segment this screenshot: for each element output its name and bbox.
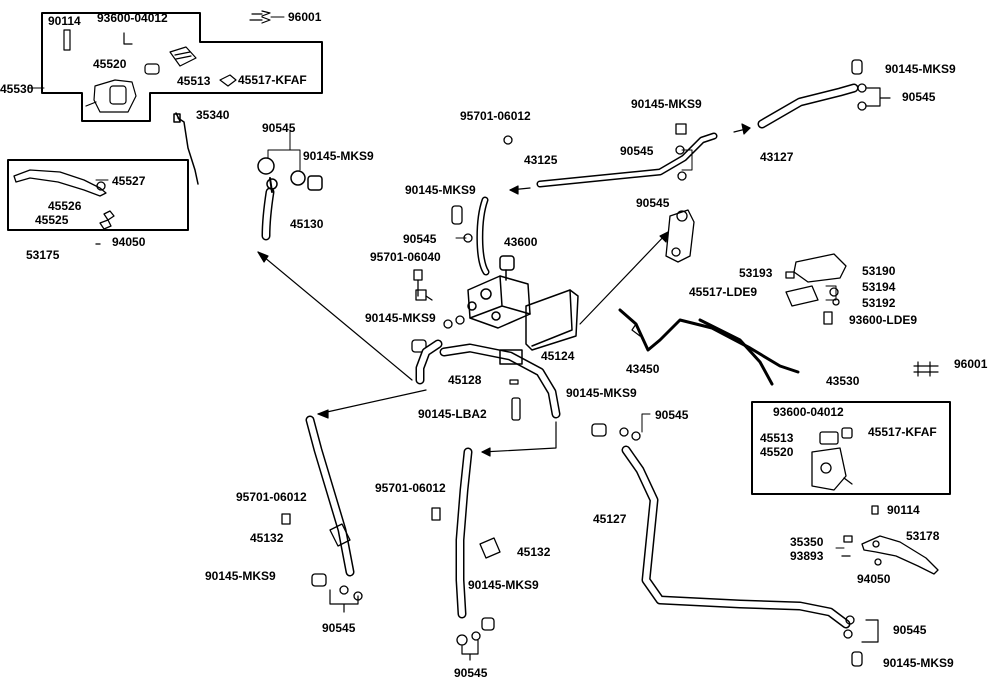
- label-90545-a: 90545: [262, 121, 296, 135]
- right-lever-53178-drawing: [841, 505, 939, 575]
- label-45517-kfaf-top: 45517-KFAF: [238, 73, 307, 87]
- banjo-center-left-drawing: [411, 315, 465, 353]
- label-35340: 35340: [196, 108, 230, 122]
- label-53190: 53190: [862, 264, 896, 278]
- label-90114-top: 90114: [48, 14, 81, 28]
- joint-fitting-drawing: [665, 209, 695, 263]
- label-90145-lba2: 90145-LBA2: [418, 407, 487, 421]
- screws-96001-top-drawing: [249, 10, 285, 24]
- label-90114-b: 90114: [887, 503, 920, 517]
- label-45127: 45127: [593, 512, 627, 526]
- label-90145-mks9-f: 90145-MKS9: [566, 386, 637, 400]
- label-45130: 45130: [290, 217, 324, 231]
- label-90145-mks9-h: 90145-MKS9: [468, 578, 539, 592]
- label-45513-top: 45513: [177, 74, 211, 88]
- label-53175: 53175: [26, 248, 60, 262]
- label-43530: 43530: [826, 374, 860, 388]
- label-90145-mks9-b: 90145-MKS9: [405, 183, 476, 197]
- label-45530: 45530: [0, 82, 34, 96]
- label-53192: 53192: [862, 296, 896, 310]
- left-lever-group-outline: [7, 159, 189, 231]
- brake-pipe-43125-drawing: [451, 123, 718, 276]
- brake-hose-center-long-drawing: [431, 447, 501, 661]
- brake-hose-43127-drawing: [757, 59, 891, 129]
- label-35350: 35350: [790, 535, 824, 549]
- label-90545-e: 90545: [902, 90, 936, 104]
- bolts-95701-06040-drawing: [413, 269, 433, 301]
- label-43450: 43450: [626, 362, 660, 376]
- label-45525: 45525: [35, 213, 69, 227]
- label-43127: 43127: [760, 150, 794, 164]
- label-45132-b: 45132: [517, 545, 551, 559]
- rear-master-cylinder-group-outline: [751, 401, 951, 495]
- master-cylinder-left-drawing: [27, 29, 237, 113]
- label-43125: 43125: [524, 153, 558, 167]
- rear-master-cylinder-drawing: [811, 427, 853, 491]
- direction-arrows: [257, 123, 751, 457]
- lever-assembly-53190-drawing: [785, 253, 847, 325]
- label-53193: 53193: [739, 266, 773, 280]
- parking-cable-43450-drawing: [618, 308, 800, 386]
- front-master-cylinder-group-outline: [41, 12, 323, 122]
- label-95701-06040: 95701-06040: [370, 250, 441, 264]
- left-lever-45527-drawing: [13, 169, 115, 245]
- label-95701-06012-a: 95701-06012: [460, 109, 531, 123]
- label-90145-mks9-c: 90145-MKS9: [365, 311, 436, 325]
- label-45520-top: 45520: [93, 57, 127, 71]
- label-90545-d: 90545: [636, 196, 670, 210]
- screws-96001-right-drawing: [913, 361, 939, 377]
- label-90545-i: 90545: [893, 623, 927, 637]
- label-45517-lde9: 45517-LDE9: [689, 285, 758, 299]
- label-93600-04012-top: 93600-04012: [97, 11, 168, 25]
- label-45132-a: 45132: [250, 531, 284, 545]
- label-95701-06012-c: 95701-06012: [375, 481, 446, 495]
- label-96001-top: 96001: [288, 10, 322, 24]
- leader-lines: [95, 129, 845, 549]
- label-90145-mks9-e: 90145-MKS9: [885, 62, 956, 76]
- label-45517-kfaf-b: 45517-KFAF: [868, 425, 937, 439]
- label-90145-mks9-a: 90145-MKS9: [303, 149, 374, 163]
- label-45128: 45128: [448, 373, 482, 387]
- label-45527: 45527: [112, 174, 146, 188]
- label-45520-b: 45520: [760, 445, 794, 459]
- label-90145-mks9-g: 90145-MKS9: [205, 569, 276, 583]
- brake-hose-45128-drawing: [415, 339, 561, 421]
- label-94050-a: 94050: [112, 235, 146, 249]
- label-93600-04012-b: 93600-04012: [773, 405, 844, 419]
- label-96001-b: 96001: [954, 357, 988, 371]
- label-45513-b: 45513: [760, 431, 794, 445]
- label-94050-b: 94050: [857, 572, 891, 586]
- brake-hose-left-long-drawing: [281, 415, 363, 613]
- label-90145-mks9-d: 90145-MKS9: [631, 97, 702, 111]
- label-93893: 93893: [790, 549, 824, 563]
- brake-hose-45130-drawing: [257, 157, 323, 241]
- label-53178: 53178: [906, 529, 940, 543]
- label-45526: 45526: [48, 199, 82, 213]
- label-43600: 43600: [504, 235, 538, 249]
- label-90545-b: 90545: [403, 232, 437, 246]
- label-90545-c: 90545: [620, 144, 654, 158]
- label-53194: 53194: [862, 280, 896, 294]
- label-90145-mks9-i: 90145-MKS9: [883, 656, 954, 670]
- label-95701-06012-b: 95701-06012: [236, 490, 307, 504]
- label-45124: 45124: [541, 349, 575, 363]
- label-90545-g: 90545: [322, 621, 356, 635]
- three-way-joint-43600-drawing: [467, 255, 531, 329]
- label-93600-lde9: 93600-LDE9: [849, 313, 918, 327]
- brake-switch-35340-drawing: [173, 112, 199, 185]
- brake-hose-45127-drawing: [591, 423, 879, 667]
- label-90545-f: 90545: [655, 408, 689, 422]
- label-90545-h: 90545: [454, 666, 488, 680]
- bracket-45124-drawing: [525, 289, 579, 351]
